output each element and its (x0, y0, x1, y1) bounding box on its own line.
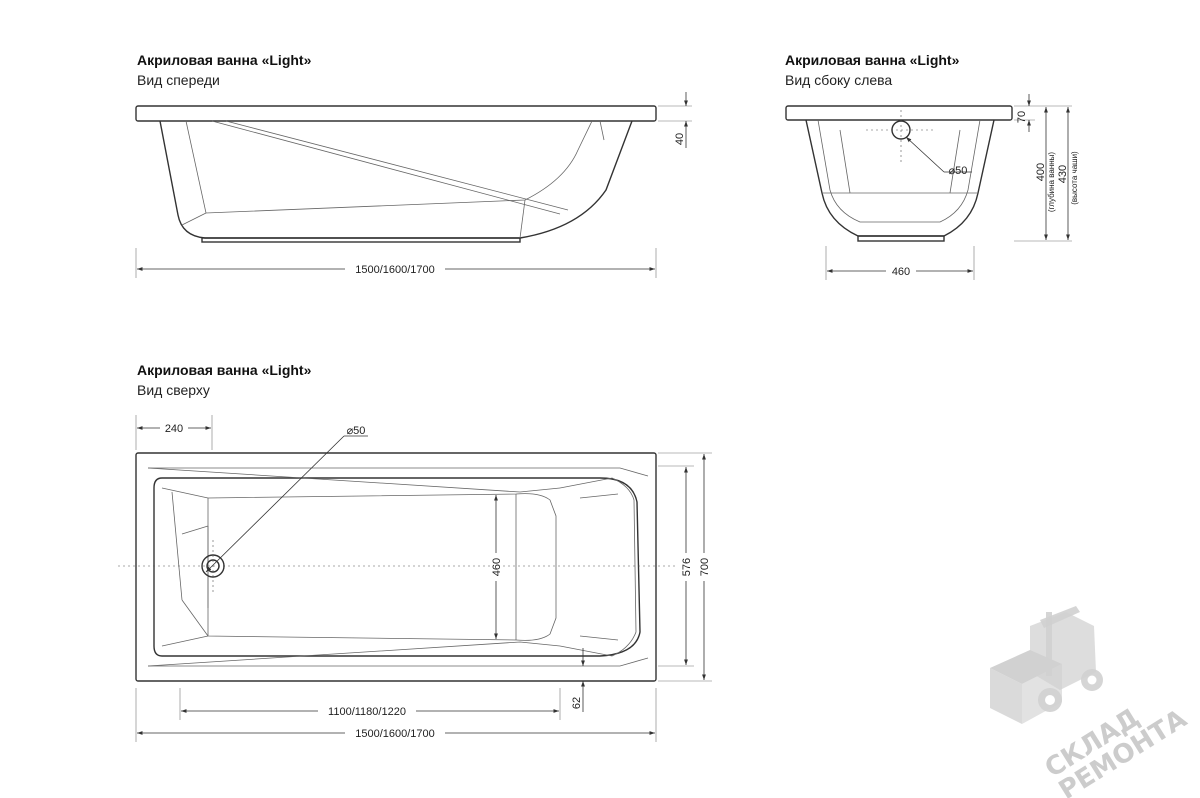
top-view-title: Акриловая ванна «Light» (137, 362, 312, 378)
top-bowl-width-dim: 576 (681, 558, 693, 576)
front-base (201, 237, 521, 243)
side-depth-dim: 400 (1035, 163, 1047, 181)
watermark-logo: СКЛАД РЕМОНТА (990, 606, 1192, 798)
top-length-dim: 1500/1600/1700 (355, 728, 435, 740)
forklift-icon (990, 606, 1103, 724)
side-height-dim: 430 (1057, 165, 1069, 183)
front-bowl (159, 120, 633, 239)
front-rim (135, 105, 657, 122)
side-height-note: (высота чаши) (1070, 151, 1079, 205)
side-depth-note: (глубина ванны) (1047, 152, 1056, 213)
side-view: ⌀50 70 400 (глубина ванны) 430 (высота ч… (785, 94, 1079, 280)
side-rim-dim: 70 (1016, 111, 1028, 123)
top-bowl (153, 477, 641, 657)
side-view-title: Акриловая ванна «Light» (785, 52, 960, 68)
front-view-subtitle: Вид спереди (137, 72, 220, 88)
top-view-subtitle: Вид сверху (137, 382, 210, 398)
top-outer-rim (135, 452, 657, 682)
front-view-title: Акриловая ванна «Light» (137, 52, 312, 68)
top-total-width-dim: 700 (699, 558, 711, 576)
side-base (857, 235, 945, 242)
side-bowl (805, 119, 995, 237)
top-inner-length-dim: 1100/1180/1220 (328, 706, 406, 718)
top-rim-gap-dim: 62 (571, 697, 583, 709)
top-inner-width-dim: 460 (491, 558, 503, 576)
front-rim-dim: 40 (674, 133, 686, 145)
front-view: 40 1500/1600/1700 (135, 92, 692, 278)
side-view-subtitle: Вид сбоку слева (785, 72, 893, 88)
side-rim (785, 105, 1013, 121)
top-drain-offset-dim: 240 (165, 423, 183, 435)
top-view: ⌀50 240 460 576 700 62 1100/1180/1220 (118, 415, 712, 742)
side-width-dim: 460 (892, 266, 910, 278)
top-drain-dim: ⌀50 (347, 425, 366, 437)
side-drain-dim: ⌀50 (949, 165, 968, 177)
front-length-dim: 1500/1600/1700 (355, 264, 435, 276)
